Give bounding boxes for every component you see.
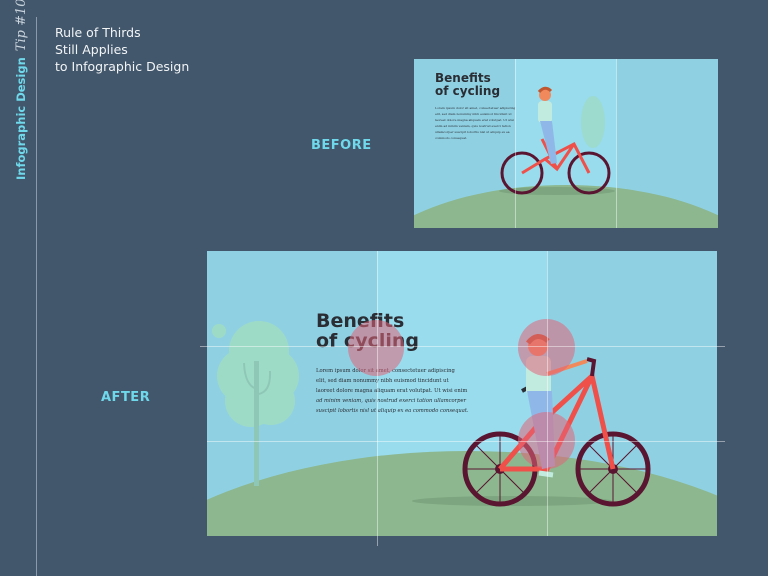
grid-line-v: [377, 251, 378, 536]
grid-line-v: [515, 59, 516, 228]
grid-line-overflow: [377, 536, 378, 546]
focal-point-highlight: [518, 412, 575, 469]
headline-line: to Infographic Design: [55, 59, 190, 74]
grid-line-v: [547, 251, 548, 536]
before-tag: BEFORE: [311, 138, 372, 153]
grid-line-v: [616, 59, 617, 228]
cyclist-illustration: [412, 334, 651, 507]
tree-illustration: [212, 321, 299, 486]
after-tag: AFTER: [101, 390, 151, 405]
focal-point-highlight: [348, 320, 404, 376]
tip-label: Tip #10: [14, 0, 29, 52]
after-panel: Benefits of cycling Lorem ipsum dolor si…: [207, 251, 717, 536]
grid-line-h: [207, 346, 717, 347]
cyclist-illustration: [499, 86, 615, 195]
headline: Rule of Thirds Still Applies to Infograp…: [55, 24, 189, 75]
series-label: Infographic Design: [14, 57, 28, 180]
before-body: Lorem ipsum dolor sit amet, consectetuer…: [435, 106, 516, 140]
sidebar-label: Infographic Design Tip #10: [14, 0, 29, 180]
headline-line: Rule of Thirds: [55, 25, 141, 40]
before-panel: Benefits of cycling Lorem ipsum dolor si…: [414, 59, 718, 228]
grid-line-overflow: [717, 441, 725, 442]
grid-line-overflow: [200, 346, 207, 347]
headline-line: Still Applies: [55, 42, 128, 57]
focal-point-highlight: [518, 319, 575, 376]
grid-line-h: [207, 441, 717, 442]
before-title: Benefits of cycling: [435, 71, 501, 98]
divider-line: [36, 17, 37, 576]
grid-line-overflow: [717, 346, 725, 347]
